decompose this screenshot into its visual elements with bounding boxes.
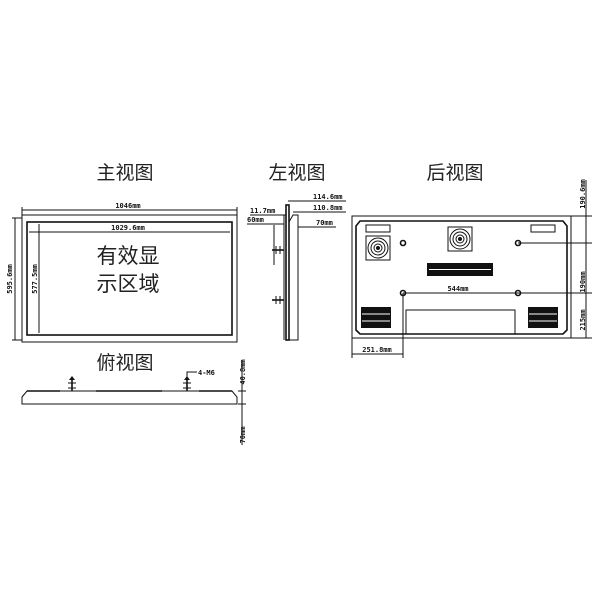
front-view: 1046mm 1029.6mm 595.6mm 577.5mm 有效显 示区域	[6, 202, 238, 343]
front-height-outer: 595.6mm	[6, 264, 14, 294]
back-dim-mid: 190mm	[579, 271, 587, 292]
top-dim-upper: 40.8mm	[239, 359, 247, 384]
left-dim-5: 70mm	[316, 219, 333, 227]
back-dim-hole-spacing: 544mm	[447, 285, 468, 293]
display-area-label-1: 有效显	[97, 244, 160, 268]
back-view: 544mm 251.8mm 190.6mm 190mm 215mm	[351, 179, 592, 358]
front-view-title: 主视图	[96, 162, 153, 184]
front-width-inner: 1029.6mm	[111, 224, 145, 232]
vent-icon	[361, 307, 391, 328]
bolt-icon	[68, 376, 76, 391]
display-area-label-2: 示区域	[97, 272, 160, 296]
fan-icon	[365, 235, 391, 261]
top-view: 4-M6 40.8mm 70mm	[21, 359, 247, 445]
back-dim-left: 251.8mm	[362, 346, 392, 354]
fan-icon	[447, 226, 473, 252]
back-view-title: 后视图	[426, 162, 483, 184]
bolt-label: 4-M6	[198, 369, 215, 377]
left-view: 114.6mm 110.8mm 11.7mm 60mm 70mm	[247, 193, 346, 341]
front-height-inner: 577.5mm	[31, 264, 39, 294]
left-view-title: 左视图	[268, 162, 325, 184]
left-dim-2: 110.8mm	[313, 204, 343, 212]
front-width-outer: 1046mm	[115, 202, 140, 210]
top-dim-lower: 70mm	[239, 427, 247, 444]
bolt-icon	[272, 296, 284, 304]
back-dim-bottom: 215mm	[579, 309, 587, 330]
left-dim-1: 114.6mm	[313, 193, 343, 201]
vent-icon	[427, 263, 493, 276]
top-view-title: 俯视图	[96, 352, 153, 374]
vent-icon	[528, 307, 558, 328]
left-dim-3: 11.7mm	[250, 207, 275, 215]
left-dim-4: 60mm	[247, 216, 264, 224]
back-dim-top: 190.6mm	[579, 179, 587, 209]
